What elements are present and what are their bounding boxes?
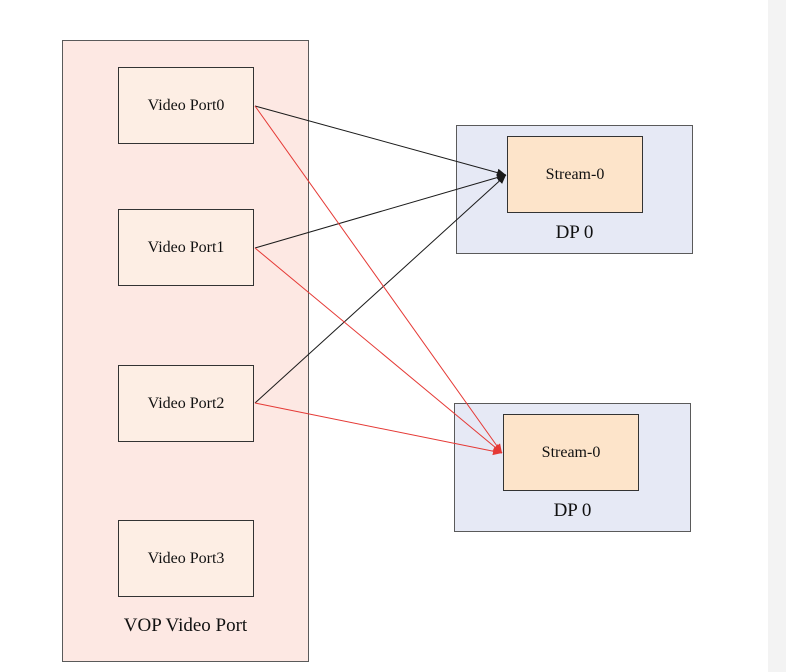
right-margin-strip: [768, 0, 786, 672]
stream-bottom-label: Stream-0: [541, 443, 601, 461]
video-port-2-node[interactable]: Video Port2: [118, 365, 254, 442]
stream-top-label: Stream-0: [545, 165, 605, 183]
edge-port1-to-bottom-stream: [254, 247, 503, 454]
stream-node-top[interactable]: Stream-0: [507, 136, 643, 213]
video-port-0-label: Video Port0: [147, 96, 225, 114]
edge-port0-to-bottom-stream: [254, 105, 503, 454]
video-port-2-label: Video Port2: [147, 394, 225, 412]
edge-port1-to-top-stream: [254, 173, 507, 249]
edge-port2-to-bottom-stream: [254, 402, 503, 456]
dp-group-top-label: DP 0: [555, 222, 594, 243]
edge-port0-to-top-stream: [254, 105, 507, 177]
stream-node-bottom[interactable]: Stream-0: [503, 414, 639, 491]
dp-group-bottom-label: DP 0: [553, 500, 592, 521]
video-port-0-node[interactable]: Video Port0: [118, 67, 254, 144]
video-port-1-node[interactable]: Video Port1: [118, 209, 254, 286]
video-port-1-label: Video Port1: [147, 238, 225, 256]
edge-port2-to-top-stream: [254, 174, 507, 404]
video-port-3-node[interactable]: Video Port3: [118, 520, 254, 597]
video-port-3-label: Video Port3: [147, 549, 225, 567]
vop-group-label: VOP Video Port: [123, 615, 248, 636]
